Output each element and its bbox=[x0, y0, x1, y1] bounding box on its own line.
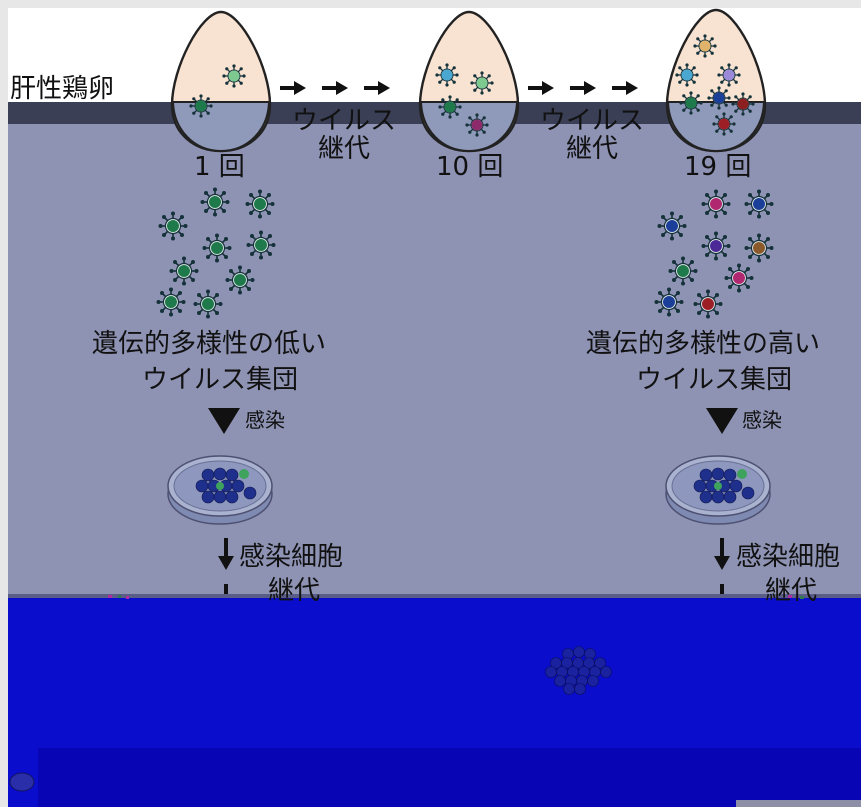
virus-icon bbox=[711, 111, 737, 137]
virus-icon bbox=[706, 85, 732, 111]
egg-label: 肝性鶏卵 bbox=[10, 74, 115, 104]
virus-icon bbox=[469, 70, 495, 96]
down-arrow-icon bbox=[218, 538, 234, 598]
virus-icon bbox=[730, 91, 756, 117]
diagram-frame: 肝性鶏卵 ウイルス 継代 ウイルス 継代 1 回 10 回 19 回 遺伝的多様… bbox=[8, 8, 861, 807]
cell-passage-left-2: 継代 bbox=[268, 576, 321, 606]
passage-label-2b: 継代 bbox=[566, 134, 619, 164]
right-arrow-icon bbox=[610, 79, 640, 97]
round-19-label: 19 回 bbox=[684, 152, 752, 182]
grey-corner-bar bbox=[736, 800, 861, 807]
cell-cluster-icon bbox=[545, 646, 612, 695]
right-arrow-icon bbox=[568, 79, 598, 97]
virus-cluster-low bbox=[155, 186, 277, 320]
high-diversity-line2: ウイルス集団 bbox=[636, 365, 793, 395]
diagram-art bbox=[8, 8, 861, 792]
virus-icon bbox=[678, 90, 704, 116]
cell-passage-right-2: 継代 bbox=[765, 576, 818, 606]
petri-dish-icon bbox=[167, 455, 273, 525]
low-diversity-line1: 遺伝的多様性の低い bbox=[92, 329, 327, 359]
virus-icon bbox=[434, 62, 460, 88]
passage-label-1b: 継代 bbox=[318, 134, 371, 164]
virus-icon bbox=[464, 112, 490, 138]
blue-lower-band bbox=[38, 748, 861, 807]
virus-icon bbox=[221, 63, 247, 89]
dish-fragment-icon bbox=[9, 772, 35, 792]
right-arrow-icon bbox=[320, 79, 350, 97]
cell-passage-right-1: 感染細胞 bbox=[736, 542, 841, 572]
infect-label-right: 感染 bbox=[742, 408, 782, 432]
petri-dish-icon bbox=[665, 455, 771, 525]
virus-icon bbox=[188, 93, 214, 119]
down-triangle-icon bbox=[208, 408, 240, 434]
right-arrow-icon bbox=[362, 79, 392, 97]
passage-label-1a: ウイルス bbox=[292, 106, 397, 136]
virus-icon bbox=[716, 62, 742, 88]
virus-cluster-high bbox=[653, 188, 775, 320]
round-1-label: 1 回 bbox=[194, 152, 245, 182]
virus-icon bbox=[692, 33, 718, 59]
virus-icon bbox=[437, 94, 463, 120]
high-diversity-line1: 遺伝的多様性の高い bbox=[586, 329, 821, 359]
down-arrow-icon bbox=[714, 538, 730, 598]
right-arrow-icon bbox=[278, 79, 308, 97]
passage-label-2a: ウイルス bbox=[540, 106, 645, 136]
virus-icon bbox=[674, 62, 700, 88]
right-arrow-icon bbox=[526, 79, 556, 97]
low-diversity-line2: ウイルス集団 bbox=[142, 365, 299, 395]
cell-passage-left-1: 感染細胞 bbox=[239, 542, 344, 572]
round-10-label: 10 回 bbox=[436, 152, 504, 182]
infect-label-left: 感染 bbox=[245, 408, 285, 432]
down-triangle-icon bbox=[706, 408, 738, 434]
